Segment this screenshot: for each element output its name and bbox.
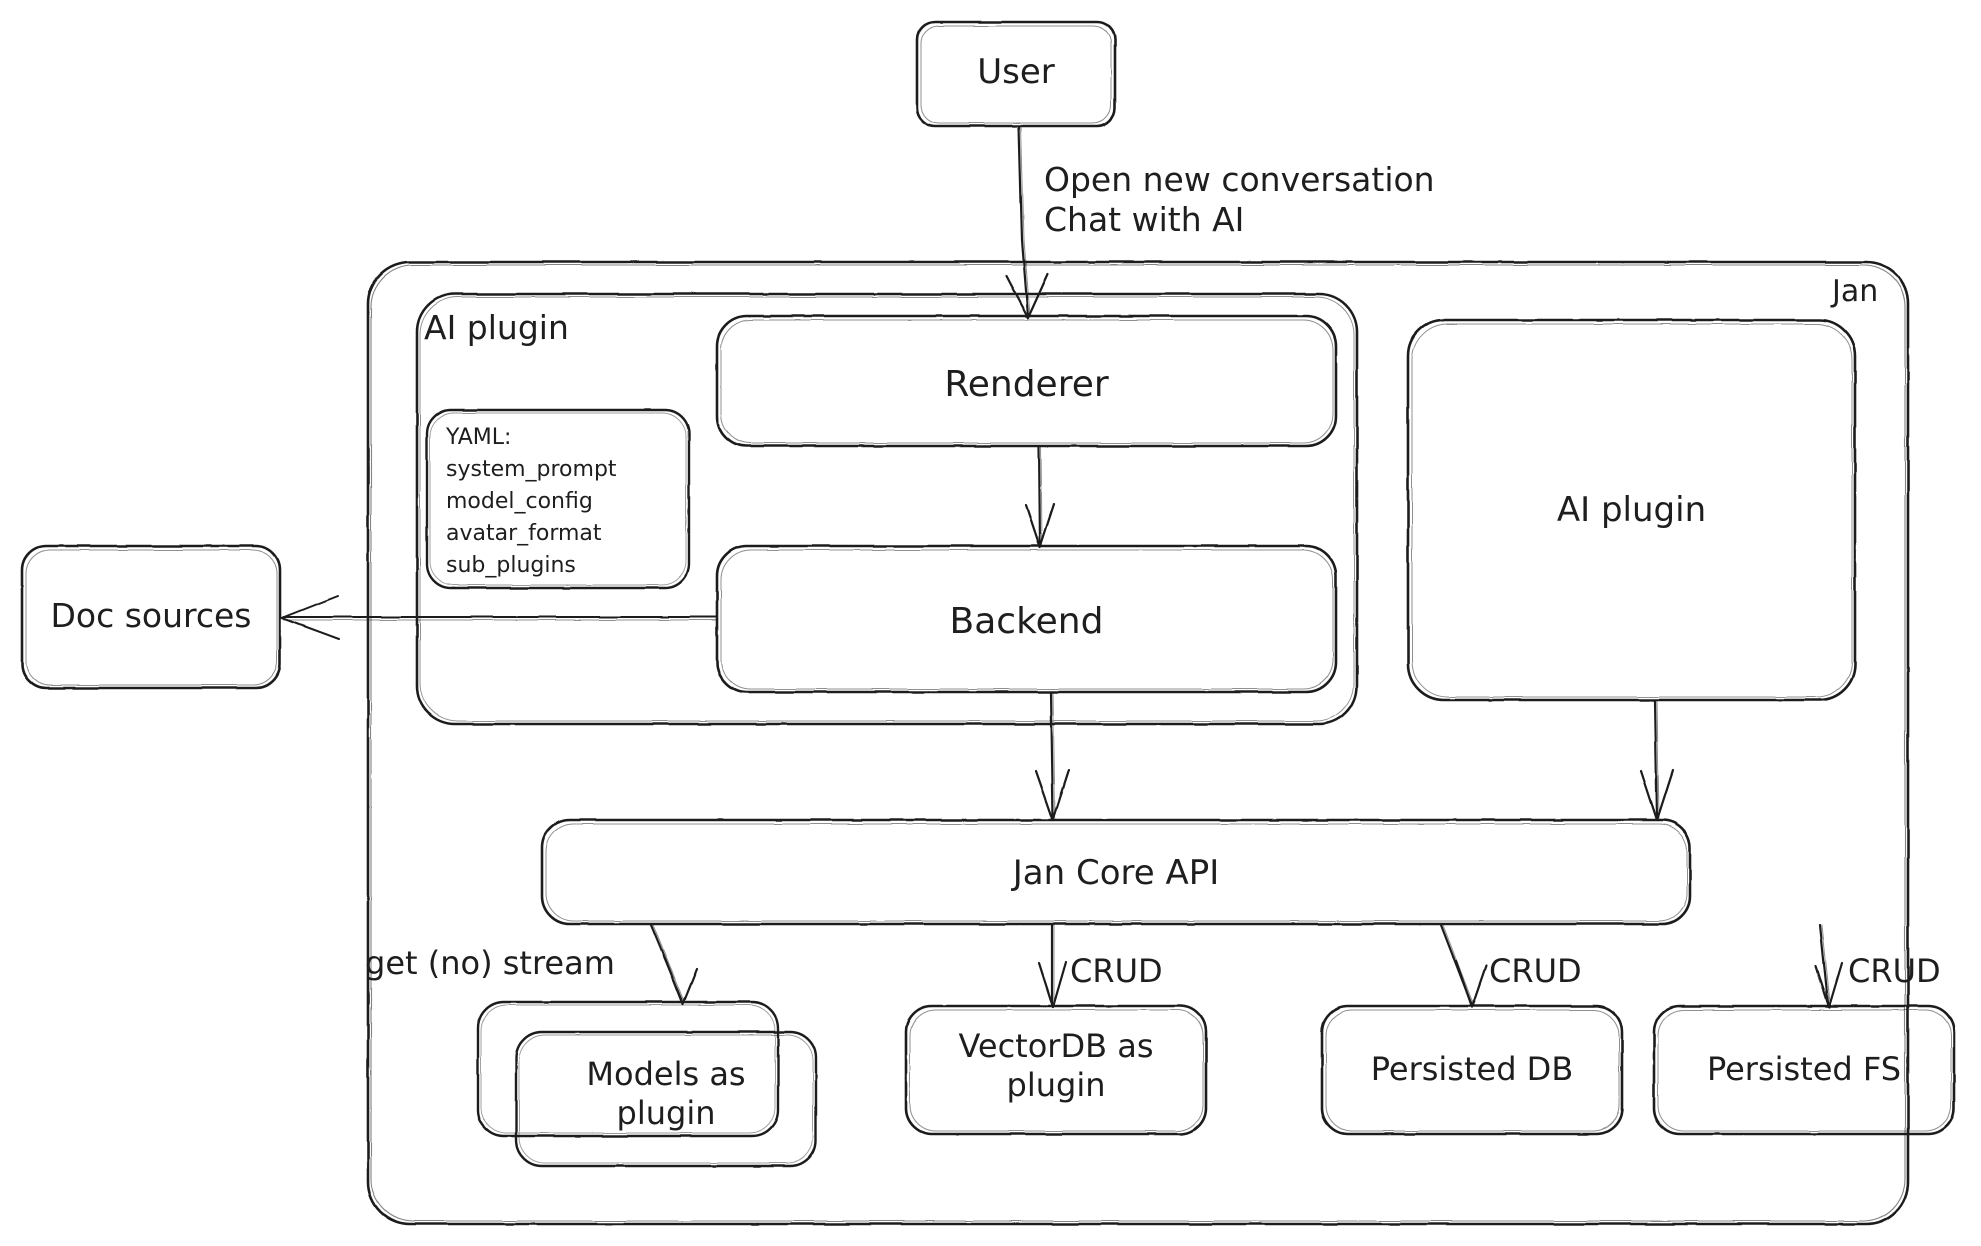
edge-backend-to-jan-core-api xyxy=(1034,691,1071,822)
edge-core-to-vectordb xyxy=(1037,923,1068,1009)
edge-user-to-renderer xyxy=(1004,125,1050,320)
edge-core-to-models xyxy=(649,923,699,1006)
node-doc-sources[interactable] xyxy=(20,544,282,690)
edge-core-to-persisted-db xyxy=(1439,923,1488,1009)
edge-backend-to-doc-sources xyxy=(281,595,718,640)
node-persisted-fs[interactable] xyxy=(1652,1004,1956,1136)
group-jan xyxy=(366,260,1910,1226)
node-backend[interactable] xyxy=(715,544,1338,694)
node-models-as-plugin[interactable] xyxy=(476,1000,818,1168)
edge-ai-plugin-to-jan-core-api xyxy=(1639,699,1675,822)
node-renderer[interactable] xyxy=(715,314,1338,448)
node-vectordb-as-plugin[interactable] xyxy=(904,1004,1208,1136)
node-jan-core-api[interactable] xyxy=(540,818,1692,926)
node-persisted-db[interactable] xyxy=(1320,1004,1624,1136)
node-user[interactable] xyxy=(915,20,1117,128)
node-ai-plugin-box[interactable] xyxy=(1406,318,1857,702)
group-ai-plugin xyxy=(415,292,1359,726)
edge-renderer-to-backend xyxy=(1024,445,1056,549)
node-label-yaml-config: YAML: system_prompt model_config avatar_… xyxy=(446,425,617,578)
edge-core-to-persisted-fs xyxy=(1814,923,1844,1009)
node-yaml-config[interactable] xyxy=(425,408,691,590)
